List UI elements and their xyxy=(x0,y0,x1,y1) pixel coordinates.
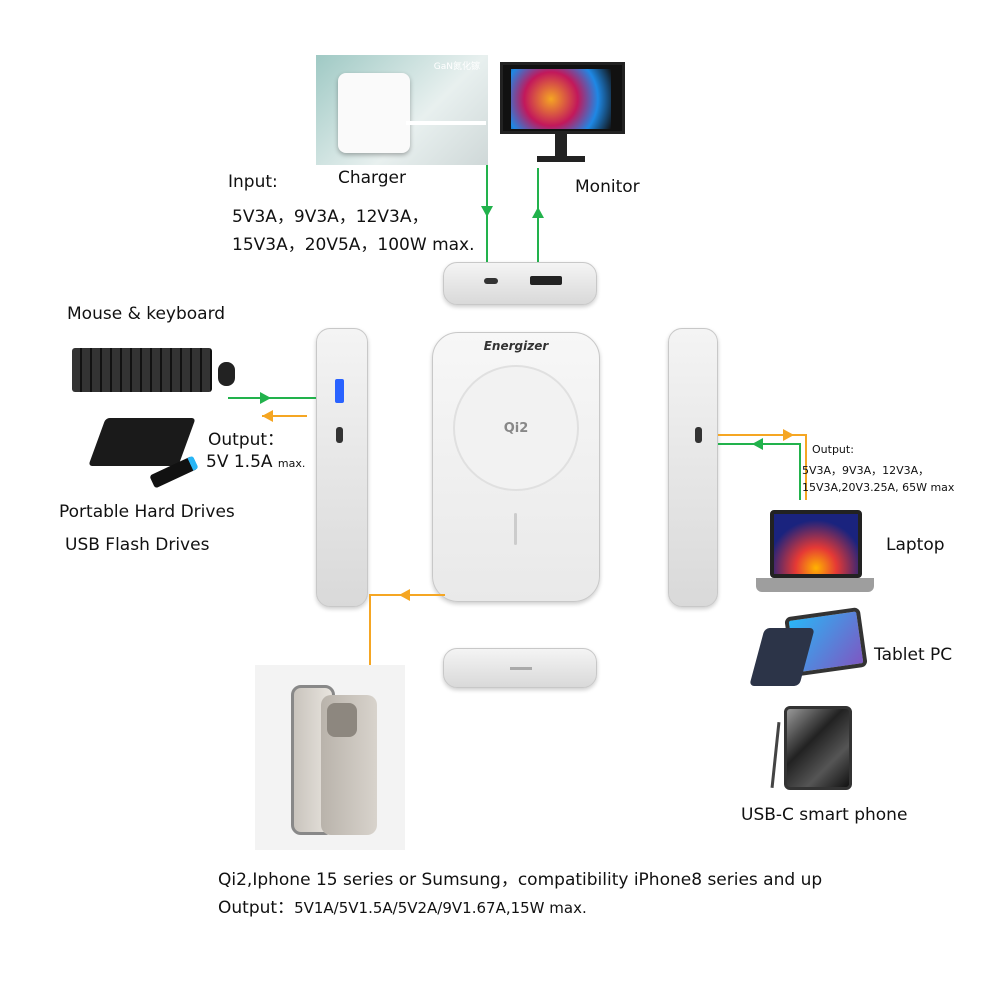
usb-c-port xyxy=(336,427,343,443)
arrow-right-icon xyxy=(260,392,271,404)
wireless-output-title: Output： xyxy=(218,898,295,918)
hdmi-port xyxy=(530,276,562,285)
right-output-line1: 5V3A，9V3A，12V3A， xyxy=(802,464,930,477)
keyboard-image xyxy=(72,348,212,392)
usb-a-port xyxy=(335,379,344,403)
qi2-logo: Qi2 xyxy=(503,420,529,436)
wireless-compat-text: Qi2,Iphone 15 series or Sumsung，compatib… xyxy=(218,870,823,890)
right-output-line-h xyxy=(718,434,806,436)
gan-badge: GaN氮化镓 xyxy=(433,62,480,72)
power-bank-front: Energizer Qi2 xyxy=(432,332,600,602)
left-output-title: Output： xyxy=(208,430,285,450)
left-output-value: 5V 1.5A max. xyxy=(206,452,305,472)
led-indicator xyxy=(514,513,517,545)
wireless-output: Output：5V1A/5V1.5A/5V2A/9V1.67A,15W max. xyxy=(218,893,587,918)
left-input-line xyxy=(228,397,316,399)
left-output-line xyxy=(262,415,307,417)
arrow-right-icon xyxy=(783,429,794,441)
tablet-label: Tablet PC xyxy=(874,645,953,665)
arrow-left-icon xyxy=(262,410,273,422)
right-output-line2: 15V3A,20V3.25A, 65W max xyxy=(802,481,955,494)
wireless-output-line-v xyxy=(369,594,371,666)
laptop-label: Laptop xyxy=(886,535,945,555)
charger-label: Charger xyxy=(338,168,406,188)
device-top-view xyxy=(443,262,597,305)
laptop-image xyxy=(770,510,862,578)
qi2-charging-pad: Qi2 xyxy=(453,365,579,491)
arrow-left-icon xyxy=(399,589,410,601)
input-line2: 15V3A，20V5A，100W max. xyxy=(232,235,475,255)
wireless-output-value: 5V1A/5V1.5A/5V2A/9V1.67A,15W max. xyxy=(294,899,587,917)
mouse-image xyxy=(218,362,235,386)
input-title: Input: xyxy=(228,172,278,192)
hard-drive-image xyxy=(88,418,196,466)
iphone-image xyxy=(255,665,405,850)
usb-label: USB Flash Drives xyxy=(65,535,210,555)
arrow-left-icon xyxy=(752,438,763,450)
arrow-up-icon xyxy=(532,207,544,218)
arrow-down-icon xyxy=(481,206,493,217)
device-right-side xyxy=(668,328,718,607)
right-input-line-v xyxy=(799,443,801,500)
smartphone-label: USB-C smart phone xyxy=(741,805,908,825)
usb-c-port xyxy=(695,427,702,443)
charger-image: GaN氮化镓 xyxy=(316,55,488,165)
device-bottom-view xyxy=(443,648,597,688)
input-line1: 5V3A，9V3A，12V3A， xyxy=(232,207,429,227)
hdd-label: Portable Hard Drives xyxy=(59,502,235,522)
usb-c-port xyxy=(484,278,498,284)
smartphone-image xyxy=(784,706,852,790)
monitor-image xyxy=(500,62,625,134)
brand-logo: Energizer xyxy=(483,339,549,353)
monitor-label: Monitor xyxy=(575,177,640,197)
mouse-keyboard-label: Mouse & keyboard xyxy=(67,304,226,324)
left-output-value-text: 5V 1.5A xyxy=(206,452,273,472)
left-output-max: max. xyxy=(277,457,306,470)
device-left-side xyxy=(316,328,368,607)
right-output-title: Output: xyxy=(812,443,854,456)
right-output-line-v xyxy=(805,434,807,500)
